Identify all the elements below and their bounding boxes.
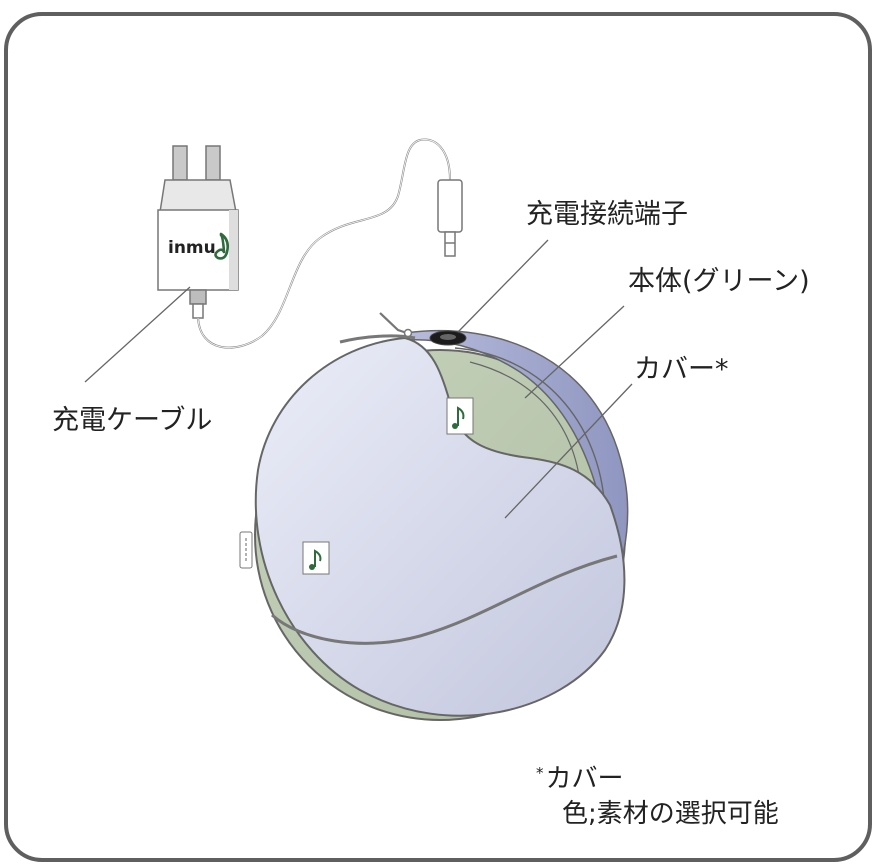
charger-adapter xyxy=(157,145,239,319)
leader-line-body xyxy=(524,305,625,399)
leader-line-port xyxy=(457,239,549,333)
jack-pin xyxy=(444,231,456,257)
label-body: 本体(グリーン) xyxy=(628,266,810,297)
body-tag xyxy=(446,397,474,435)
sphere-device xyxy=(239,312,629,721)
cover-tag xyxy=(302,541,330,575)
charger-connector xyxy=(189,289,207,305)
audio-jack-plug xyxy=(437,179,463,257)
body-contour-line xyxy=(454,347,606,511)
cover-tag-note-head xyxy=(309,564,315,570)
footnote-title: カバー xyxy=(545,764,624,794)
body-tag-note-icon xyxy=(457,406,465,426)
label-charging-port: 充電接続端子 xyxy=(526,199,688,230)
charger-prong-left xyxy=(172,145,188,181)
footnote-detail: 色;素材の選択可能 xyxy=(562,799,779,830)
footnote-asterisk: * xyxy=(536,764,544,782)
charger-side-shade xyxy=(229,210,238,290)
charging-cable-wire-inner xyxy=(197,139,451,348)
cover-footnote: *カバー 色;素材の選択可能 xyxy=(536,762,779,832)
pull-tab-ring xyxy=(403,328,413,338)
leader-line-cover xyxy=(504,383,633,519)
charger-prong-right xyxy=(205,145,221,181)
charger-shoulder xyxy=(159,179,237,213)
cable-plug xyxy=(192,303,204,319)
cover-seam-lower xyxy=(271,554,618,645)
leader-line-cable xyxy=(84,286,191,383)
logo-note-icon xyxy=(214,232,230,260)
charging-port-inner xyxy=(440,334,456,340)
charger-logo-text: inmu xyxy=(168,238,216,258)
sphere-cover xyxy=(254,336,626,717)
jack-housing xyxy=(437,179,463,233)
body-tag-note-head xyxy=(452,423,458,429)
cover-tag-note-icon xyxy=(314,549,322,567)
label-charging-cable: 充電ケーブル xyxy=(52,405,213,436)
label-cover: カバー* xyxy=(634,354,729,385)
